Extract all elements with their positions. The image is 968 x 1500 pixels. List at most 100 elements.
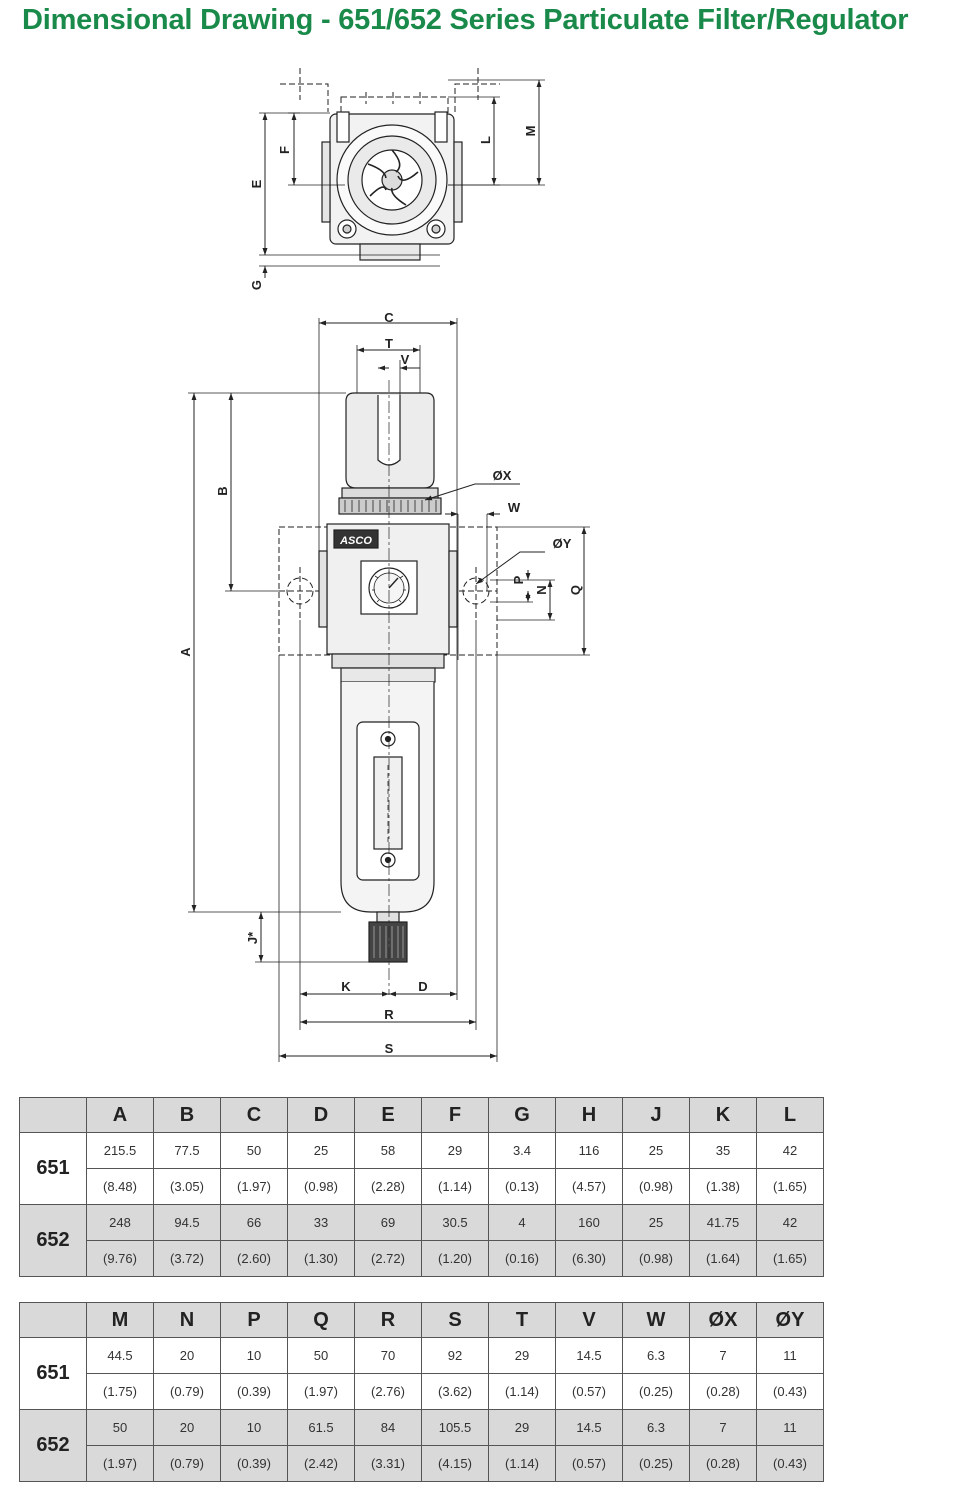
col-header: ØX (689, 1302, 757, 1338)
table-corner (19, 1302, 87, 1338)
dim-label-f: F (277, 146, 292, 154)
table-row: (1.75) (0.79) (0.39) (1.97) (2.76) (3.62… (20, 1373, 824, 1410)
value-mm: 94.5 (153, 1204, 221, 1241)
dim-label-t: T (385, 336, 393, 351)
value-inch: (0.28) (689, 1445, 757, 1482)
value-inch: (1.14) (488, 1373, 556, 1410)
dim-label-r: R (384, 1007, 394, 1022)
dimension-table-1: A B C D E F G H J K L 651 215.5 77.5 50 … (19, 1097, 824, 1277)
value-mm: 7 (689, 1409, 757, 1446)
dim-label-m: M (523, 126, 538, 137)
model-cell: 651 (19, 1132, 87, 1205)
value-inch: (0.98) (622, 1240, 690, 1277)
table-row: 651 215.5 77.5 50 25 58 29 3.4 116 25 35… (19, 1132, 824, 1205)
table-row: (8.48) (3.05) (1.97) (0.98) (2.28) (1.14… (20, 1168, 824, 1205)
value-inch: (1.75) (86, 1373, 154, 1410)
value-inch: (1.30) (287, 1240, 355, 1277)
value-mm: 7 (689, 1337, 757, 1374)
dim-label-ox: ØX (493, 468, 512, 483)
value-mm: 6.3 (622, 1337, 690, 1374)
col-header: ØY (756, 1302, 824, 1338)
value-inch: (0.16) (488, 1240, 556, 1277)
col-header: R (354, 1302, 422, 1338)
dim-label-j: J* (245, 931, 260, 944)
dim-label-e: E (249, 179, 264, 188)
top-view (259, 68, 545, 278)
col-header: J (622, 1097, 690, 1133)
value-mm: 20 (153, 1409, 221, 1446)
value-inch: (1.14) (421, 1168, 489, 1205)
value-mm: 10 (220, 1409, 288, 1446)
value-mm: 105.5 (421, 1409, 489, 1446)
dim-label-b: B (215, 486, 230, 495)
value-inch: (4.15) (421, 1445, 489, 1482)
value-mm: 29 (488, 1409, 556, 1446)
value-mm: 50 (287, 1337, 355, 1374)
dimension-table-2: M N P Q R S T V W ØX ØY 651 44.5 20 10 5… (19, 1302, 824, 1482)
value-inch: (1.20) (421, 1240, 489, 1277)
value-mm: 10 (220, 1337, 288, 1374)
value-mm: 215.5 (86, 1132, 154, 1169)
top-view-labels: F E G L M (249, 126, 538, 290)
brand-logo: ASCO (339, 535, 372, 547)
dim-label-s: S (385, 1041, 394, 1056)
value-mm: 29 (488, 1337, 556, 1374)
value-inch: (3.62) (421, 1373, 489, 1410)
value-mm: 33 (287, 1204, 355, 1241)
col-header: P (220, 1302, 288, 1338)
value-mm: 42 (756, 1204, 824, 1241)
value-mm: 25 (622, 1132, 690, 1169)
dim-label-c: C (384, 310, 394, 325)
value-inch: (3.05) (153, 1168, 221, 1205)
dim-label-w: W (508, 500, 521, 515)
value-mm: 92 (421, 1337, 489, 1374)
value-inch: (2.28) (354, 1168, 422, 1205)
table-row: (9.76) (3.72) (2.60) (1.30) (2.72) (1.20… (20, 1240, 824, 1277)
col-header: B (153, 1097, 221, 1133)
value-mm: 25 (622, 1204, 690, 1241)
value-mm: 66 (220, 1204, 288, 1241)
value-inch: (1.65) (756, 1168, 824, 1205)
value-inch: (0.28) (689, 1373, 757, 1410)
value-inch: (0.25) (622, 1445, 690, 1482)
col-header: H (555, 1097, 623, 1133)
front-view-labels: ASCO C T V B A ØX W ØY P N Q J* K D R S (178, 310, 583, 1056)
model-cell: 652 (19, 1204, 87, 1277)
col-header: M (86, 1302, 154, 1338)
dim-label-q: Q (568, 585, 583, 595)
col-header: W (622, 1302, 690, 1338)
value-inch: (1.14) (488, 1445, 556, 1482)
value-mm: 69 (354, 1204, 422, 1241)
dim-label-k: K (341, 979, 351, 994)
value-mm: 6.3 (622, 1409, 690, 1446)
value-inch: (9.76) (86, 1240, 154, 1277)
value-inch: (0.57) (555, 1373, 623, 1410)
col-header: V (555, 1302, 623, 1338)
col-header: S (421, 1302, 489, 1338)
col-header: G (488, 1097, 556, 1133)
dim-label-d: D (418, 979, 427, 994)
value-mm: 25 (287, 1132, 355, 1169)
value-mm: 35 (689, 1132, 757, 1169)
value-inch: (1.97) (220, 1168, 288, 1205)
value-mm: 160 (555, 1204, 623, 1241)
value-inch: (8.48) (86, 1168, 154, 1205)
value-inch: (2.72) (354, 1240, 422, 1277)
value-mm: 116 (555, 1132, 623, 1169)
value-inch: (6.30) (555, 1240, 623, 1277)
col-header: D (287, 1097, 355, 1133)
value-mm: 20 (153, 1337, 221, 1374)
value-mm: 84 (354, 1409, 422, 1446)
dim-label-p: P (511, 575, 526, 584)
value-inch: (0.39) (220, 1373, 288, 1410)
value-inch: (1.65) (756, 1240, 824, 1277)
col-header: T (488, 1302, 556, 1338)
col-header: N (153, 1302, 221, 1338)
dim-label-a: A (178, 647, 193, 657)
value-mm: 4 (488, 1204, 556, 1241)
value-mm: 44.5 (86, 1337, 154, 1374)
model-cell: 651 (19, 1337, 87, 1410)
value-mm: 3.4 (488, 1132, 556, 1169)
value-inch: (0.13) (488, 1168, 556, 1205)
value-mm: 11 (756, 1337, 824, 1374)
